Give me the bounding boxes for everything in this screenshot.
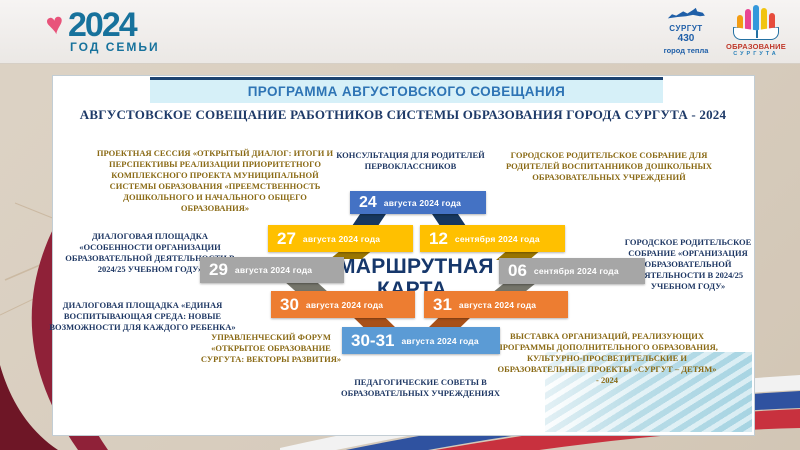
education-of-surgut-logo: ОБРАЗОВАНИЕ СУРГУТА [722, 5, 790, 57]
slide-subtitle: АВГУСТОВСКОЕ СОВЕЩАНИЕ РАБОТНИКОВ СИСТЕМ… [79, 107, 727, 122]
surgut-logo-caption: город тепла [663, 46, 709, 55]
date-ribbon-27-aug: 27 августа 2024 года [268, 225, 413, 252]
ribbon-tail [430, 211, 466, 226]
ribbon-tail [496, 249, 542, 260]
page-title: ПРОГРАММА АВГУСТОВСКОГО СОВЕЩАНИЯ [247, 84, 566, 99]
date-ribbon-24-aug: 24 августа 2024 года [350, 191, 486, 214]
surgut-logo-title: СУРГУТ [669, 24, 703, 33]
event-pedagogical-councils: ПЕДАГОГИЧЕСКИЕ СОВЕТЫ В ОБРАЗОВАТЕЛЬНЫХ … [340, 377, 501, 399]
date-ribbon-06-sep: 06 сентября 2024 года [499, 258, 645, 284]
heart-icon: ♥ [43, 6, 66, 43]
date-ribbon-31-aug: 31 августа 2024 года [424, 291, 568, 318]
event-dialog-platform-1: ДИАЛОГОВАЯ ПЛОЩАДКА «ОСОБЕННОСТИ ОРГАНИЗ… [65, 231, 235, 275]
surgut-city-logo: СУРГУТ 430 город тепла [655, 7, 717, 55]
surgut-logo-number: 430 [677, 33, 695, 44]
header-band: ПРОГРАММА АВГУСТОВСКОГО СОВЕЩАНИЯ [150, 77, 663, 103]
education-logo-line2: СУРГУТА [733, 51, 779, 57]
event-city-parents-meeting-org: ГОРОДСКОЕ РОДИТЕЛЬСКОЕ СОБРАНИЕ «ОРГАНИЗ… [624, 237, 752, 292]
event-exhibition: ВЫСТАВКА ОРГАНИЗАЦИЙ, РЕАЛИЗУЮЩИХ ПРОГРА… [496, 331, 718, 386]
event-dialog-platform-2: ДИАЛОГОВАЯ ПЛОЩАДКА «ЕДИНАЯ ВОСПИТЫВАЮЩА… [49, 300, 236, 333]
year-logo-subtitle: ГОД СЕМЬИ [70, 40, 160, 54]
colored-bars-icon [722, 5, 790, 33]
top-strip [0, 0, 800, 64]
event-management-forum: УПРАВЛЕНЧЕСКИЙ ФОРУМ «ОТКРЫТОЕ ОБРАЗОВАН… [200, 332, 342, 365]
date-ribbon-30-31-aug: 30-31 августа 2024 года [342, 327, 500, 354]
event-city-parents-meeting-preschool: ГОРОДСКОЕ РОДИТЕЛЬСКОЕ СОБРАНИЕ ДЛЯ РОДИ… [505, 150, 713, 183]
date-ribbon-29-aug: 29 августа 2024 года [200, 257, 344, 283]
education-logo-line1: ОБРАЗОВАНИЕ [726, 42, 786, 51]
year-logo-number: 2024 [68, 6, 138, 44]
ribbon-tail [284, 281, 328, 292]
ribbon-tail [352, 316, 396, 328]
date-ribbon-30-aug: 30 августа 2024 года [271, 291, 415, 318]
year-of-family-logo: ♥ 2024 ГОД СЕМЬИ [44, 6, 160, 54]
event-project-session: ПРОЕКТНАЯ СЕССИЯ «ОТКРЫТЫЙ ДИАЛОГ: ИТОГИ… [96, 148, 334, 214]
ribbon-tail [352, 211, 388, 226]
ribbon-tail [330, 249, 374, 259]
fox-icon [667, 7, 705, 19]
tech-texture-decoration [545, 352, 752, 432]
event-consultation: КОНСУЛЬТАЦИЯ ДЛЯ РОДИТЕЛЕЙ ПЕРВОКЛАССНИК… [336, 150, 485, 172]
ribbon-tail [428, 316, 472, 328]
ribbon-tail [492, 283, 536, 293]
date-ribbon-12-sep: 12 сентября 2024 года [420, 225, 565, 252]
